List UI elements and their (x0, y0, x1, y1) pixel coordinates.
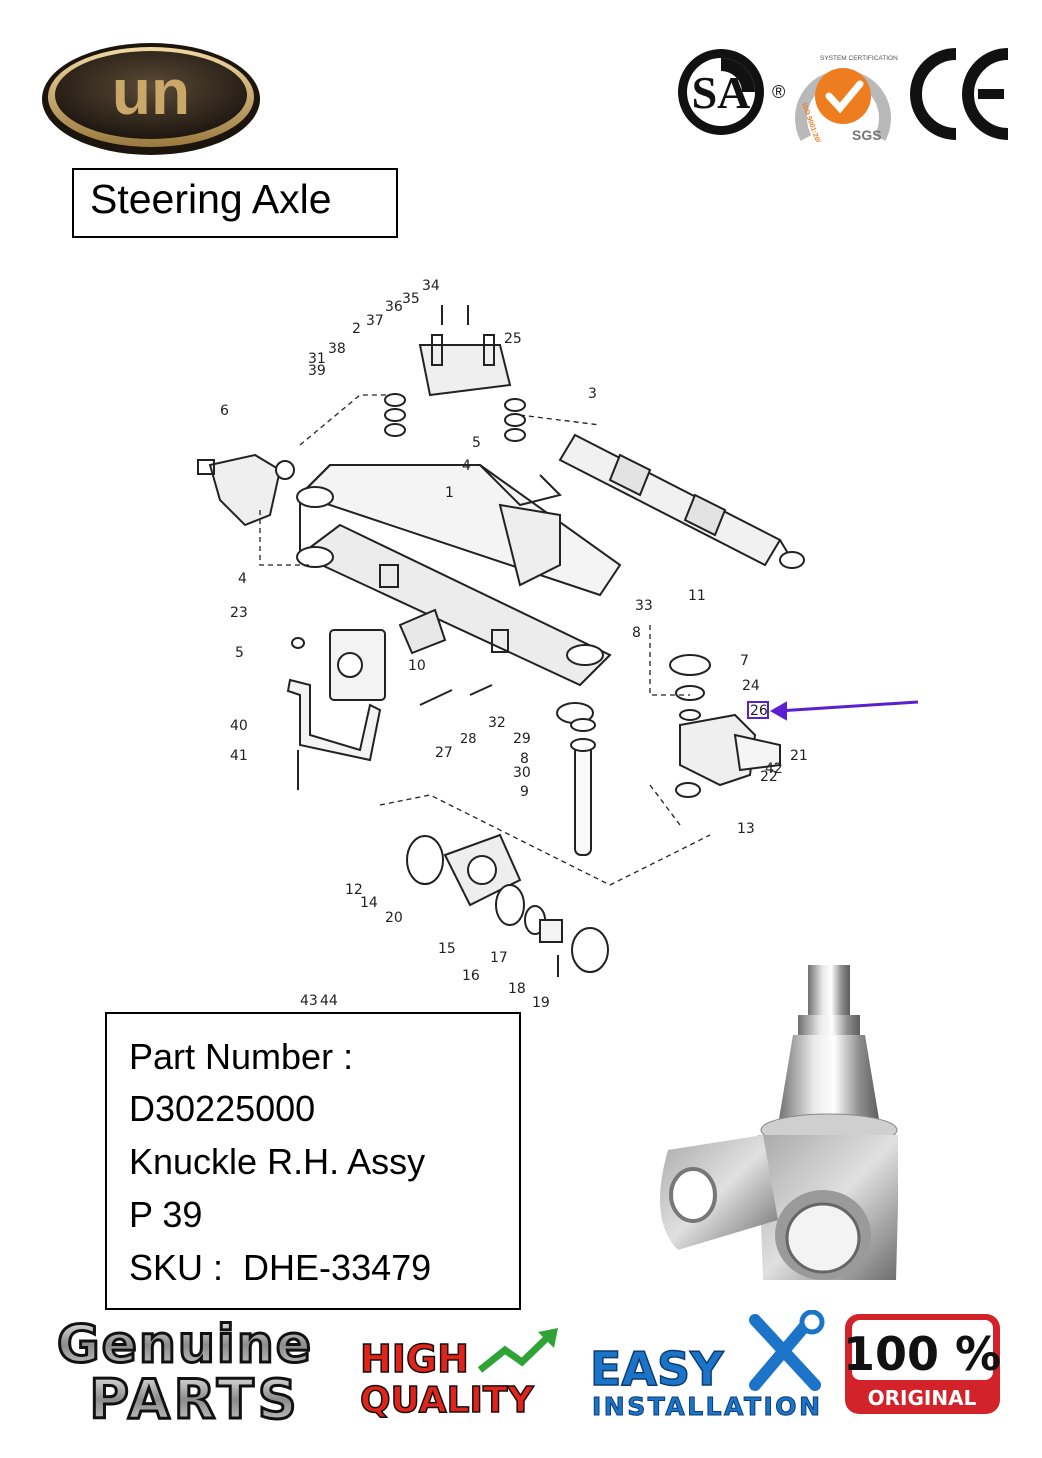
registered-mark: ® (772, 82, 785, 102)
easy-text: EASY (590, 1342, 724, 1396)
part-info-box: Part Number : D30225000 Knuckle R.H. Ass… (105, 1012, 521, 1310)
diagram-callout: 4 (238, 571, 247, 587)
diagram-callout: 33 (635, 598, 653, 614)
percent-text: 100 % (843, 1327, 1001, 1381)
wrench-screwdriver-icon (749, 1309, 825, 1391)
diagram-callout: 30 (513, 765, 531, 781)
diagram-callout: 26 (750, 703, 768, 719)
trend-up-icon (477, 1332, 553, 1373)
diagram-callout: 44 (320, 993, 338, 1009)
diagram-callout: 35 (402, 291, 420, 307)
svg-text:SA: SA (692, 67, 751, 118)
high-quality-badge: HIGH QUALITY (359, 1328, 558, 1422)
part-number-label: Part Number : (129, 1036, 354, 1077)
diagram-callout: 12 (345, 882, 363, 898)
diagram-callout: 8 (632, 625, 641, 641)
diagram-callout: 20 (385, 910, 403, 926)
diagram-callout: 24 (742, 678, 760, 694)
diagram-callout: 34 (422, 278, 440, 294)
diagram-callout: 40 (230, 718, 248, 734)
diagram-callout: 25 (504, 331, 522, 347)
diagram-callout: 18 (508, 981, 526, 997)
diagram-callout: 42 (765, 761, 783, 777)
diagram-callout: 27 (435, 745, 453, 761)
diagram-callout: 6 (220, 403, 229, 419)
diagram-callout: 8 (520, 751, 529, 767)
diagram-callout: 37 (366, 313, 384, 329)
catalog-page: P 39 (129, 1194, 203, 1235)
diagram-callout: 38 (328, 341, 346, 357)
diagram-callout: 32 (488, 715, 506, 731)
sgs-check-icon: SYSTEM CERTIFICATION ISO 9001:2008 SGS (795, 55, 898, 149)
product-image (648, 960, 900, 1295)
diagram-callout: 19 (532, 995, 550, 1011)
genuine-parts-badge: Genuine PARTS (55, 1314, 313, 1433)
genuine-text: Genuine (57, 1315, 313, 1375)
diagram-callout: 15 (438, 941, 456, 957)
sku-value: DHE-33479 (243, 1247, 432, 1288)
diagram-callout: 9 (520, 784, 529, 800)
diagram-callout: 7 (740, 653, 749, 669)
ce-mark-icon (910, 48, 1009, 140)
part-description: Knuckle R.H. Assy (129, 1141, 426, 1182)
promo-badges: Genuine PARTS HIGH QUALITY EASY INSTALLA… (30, 1309, 1015, 1435)
csa-mark-icon: SA ® (678, 49, 785, 135)
diagram-callout: 10 (408, 658, 426, 674)
diagram-callout: 23 (230, 605, 248, 621)
diagram-callout: 16 (462, 968, 480, 984)
logo-text: un (112, 56, 190, 128)
diagram-callout: 22 (760, 769, 778, 785)
easy-installation-badge: EASY INSTALLATION (589, 1309, 825, 1422)
sgs-label: SGS (852, 127, 882, 142)
page-title: Steering Axle (90, 176, 332, 222)
diagram-callout: 1 (445, 485, 454, 501)
diagram-callout: 11 (688, 588, 706, 604)
quality-text: QUALITY (360, 1380, 534, 1421)
diagram-callout: 39 (308, 363, 326, 379)
diagram-callout: 17 (490, 950, 508, 966)
diagram-drawing: 1234455678891011121314151617181920212223… (197, 278, 919, 1011)
diagram-callout: 5 (472, 435, 481, 451)
diagram-callout: 5 (235, 645, 244, 661)
diagram-callout: 14 (360, 895, 378, 911)
diagram-callout: 2 (352, 321, 361, 337)
sgs-ring-text: SYSTEM CERTIFICATION (820, 55, 898, 62)
certification-marks: SA ® SYSTEM CERTIFICATION ISO 9001:2008 … (676, 42, 1012, 149)
diagram-callout: 43 (300, 993, 318, 1009)
sku-line: SKU : DHE-33479 (129, 1247, 431, 1289)
diagram-callout: 41 (230, 748, 248, 764)
original-text: ORIGINAL (868, 1386, 977, 1410)
diagram-callout: 21 (790, 748, 808, 764)
part-number: D30225000 (129, 1088, 316, 1129)
diagram-callout: 36 (385, 299, 403, 315)
diagram-callout: 13 (737, 821, 755, 837)
installation-text: INSTALLATION (592, 1392, 820, 1421)
diagram-callout: 28 (460, 732, 477, 747)
sku-label: SKU : (129, 1247, 224, 1288)
section-title-box: Steering Axle (72, 168, 398, 238)
brand-logo: un (40, 40, 262, 158)
diagram-callout: 3 (588, 386, 597, 402)
high-text: HIGH (360, 1337, 469, 1381)
diagram-callout: 4 (462, 458, 471, 474)
parts-text: PARTS (89, 1368, 300, 1431)
original-badge: 100 % ORIGINAL (843, 1314, 1001, 1414)
diagram-callout: 31 (308, 351, 326, 367)
diagram-callout: 29 (513, 731, 531, 747)
